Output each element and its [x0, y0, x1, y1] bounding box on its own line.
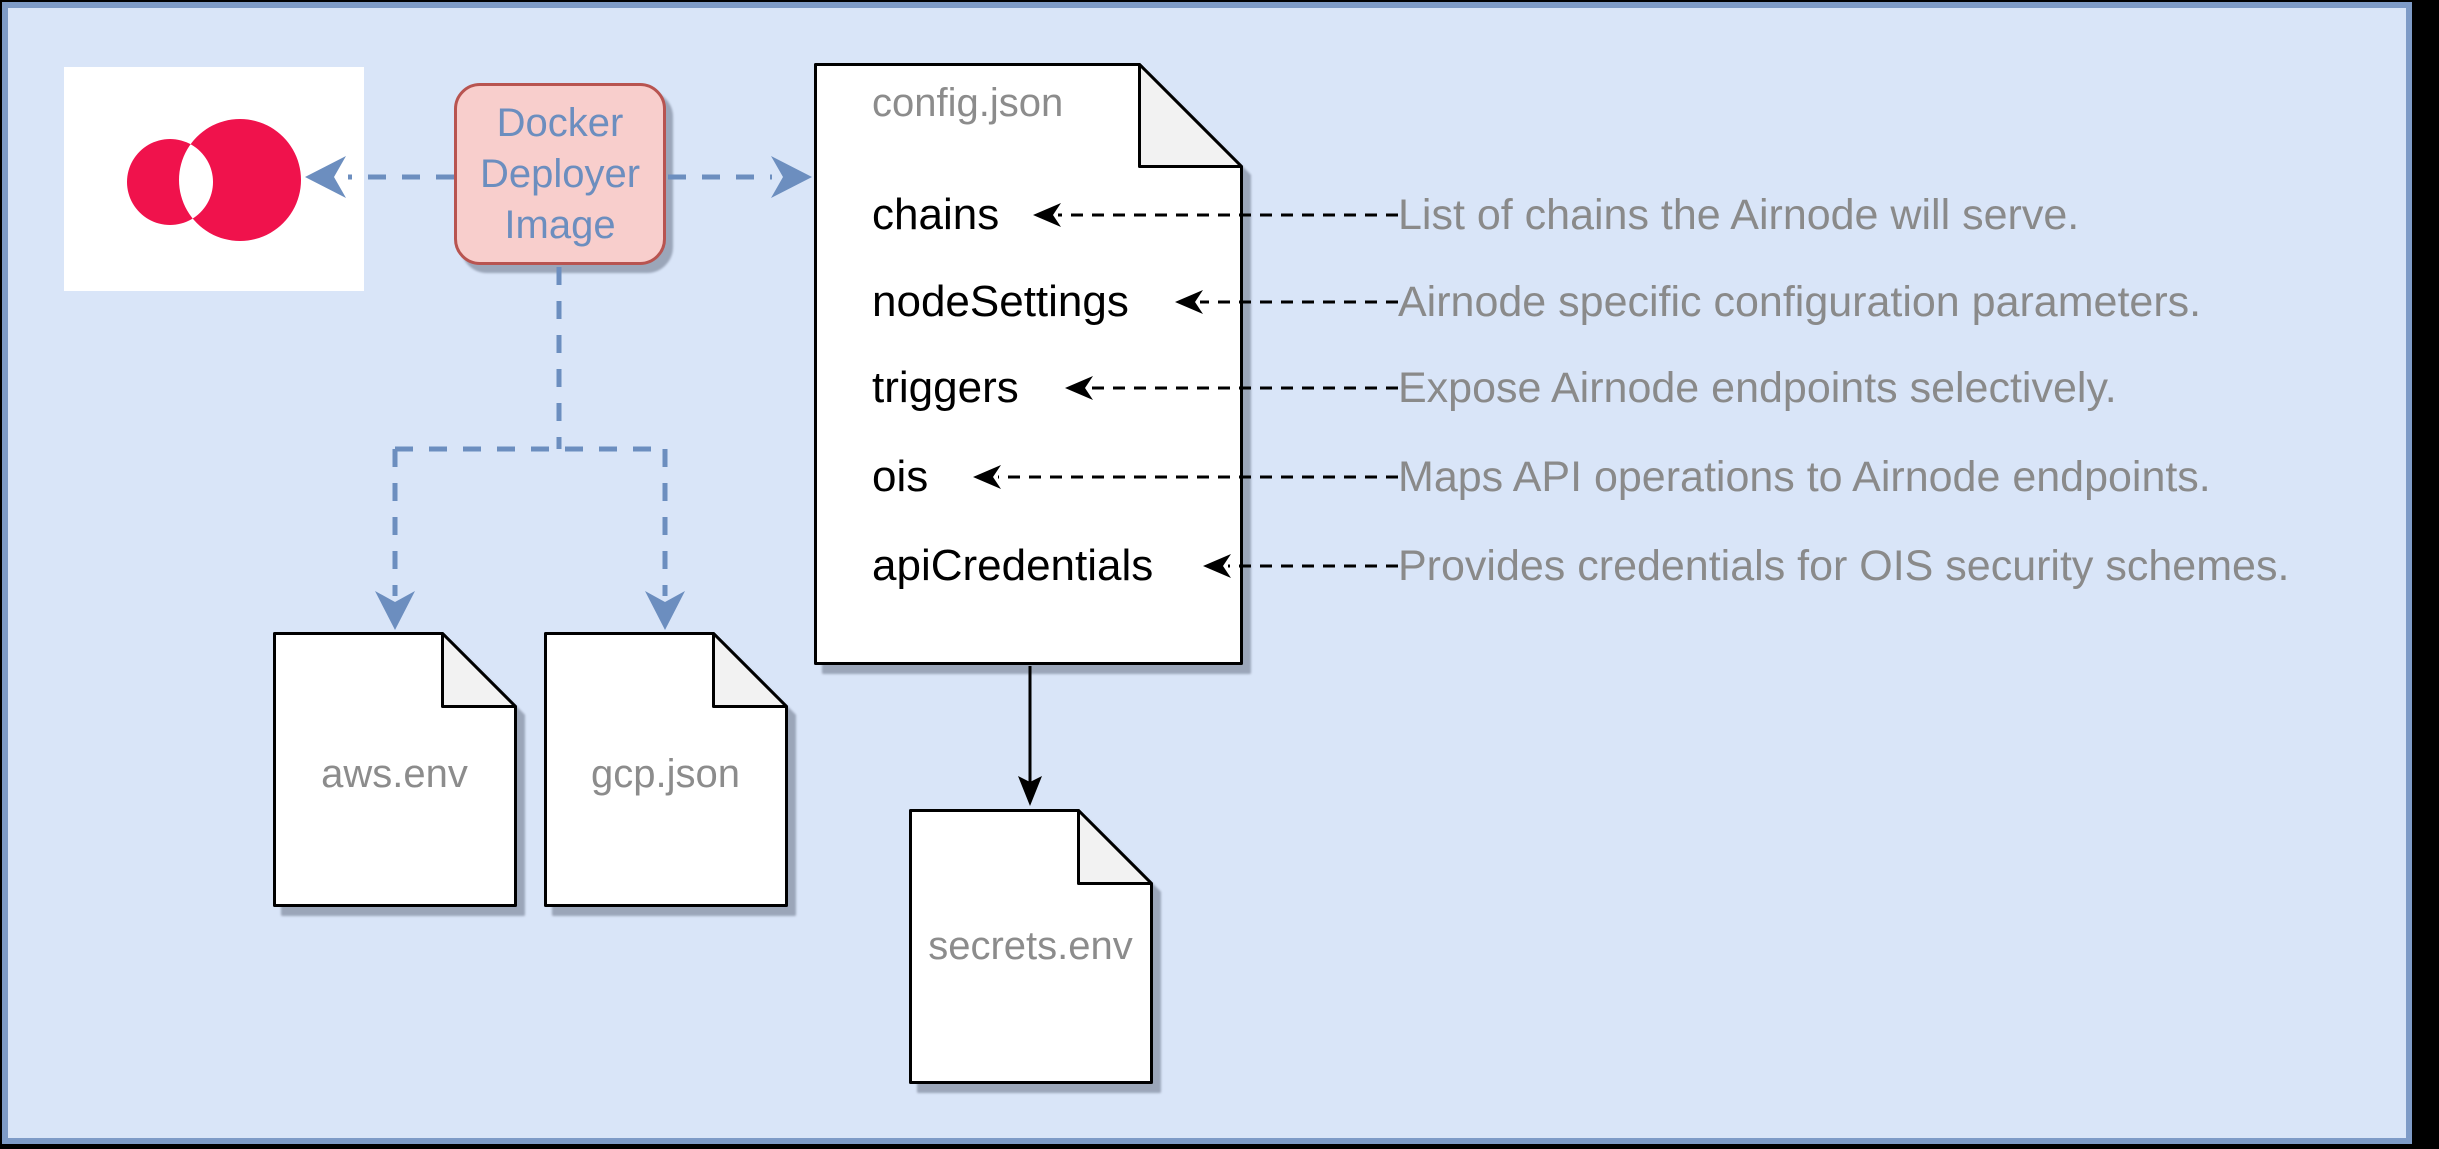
arrow-docker-to-logo	[305, 156, 454, 198]
arrowhead-left-icon	[305, 156, 346, 198]
api3-logo-box	[64, 67, 364, 291]
arrowhead-down-gcp-icon	[645, 591, 685, 630]
arrow-config-to-secrets	[1018, 666, 1042, 806]
field-label-chains: chains	[872, 190, 1000, 239]
connector-docker-to-cloud-files	[375, 267, 685, 630]
gcp-doc-corner-fold	[712, 632, 788, 708]
gcp-doc-title: gcp.json	[591, 752, 740, 796]
secrets-doc-title: secrets.env	[928, 924, 1133, 968]
secrets-doc-shape	[909, 809, 1153, 1084]
arrow-description-triggers	[1065, 376, 1398, 400]
field-label-triggers: triggers	[872, 363, 1019, 412]
arrowhead-down-secrets-icon	[1018, 776, 1042, 806]
field-description-apicredentials: Provides credentials for OIS security sc…	[1398, 542, 2290, 590]
aws-doc-title: aws.env	[321, 752, 468, 796]
arrow-description-chains	[1033, 203, 1398, 227]
docker-deployer-label: Docker Deployer Image	[479, 100, 641, 247]
field-description-triggers: Expose Airnode endpoints selectively.	[1398, 364, 2117, 412]
arrow-description-nodesettings	[1175, 290, 1398, 314]
api3-logo-icon	[127, 119, 302, 241]
secrets-doc-corner-fold	[1077, 809, 1153, 885]
arrowhead-down-aws-icon	[375, 591, 415, 630]
arrow-description-apicredentials	[1203, 554, 1398, 578]
config-doc-title: config.json	[872, 81, 1064, 125]
aws-doc-corner-fold	[441, 632, 517, 708]
arrow-description-ois	[973, 465, 1398, 489]
field-label-nodesettings: nodeSettings	[872, 277, 1129, 326]
gcp-doc-shape	[544, 632, 788, 907]
api3-logo-circles	[127, 119, 302, 241]
arrow-docker-to-config	[668, 156, 812, 198]
field-description-ois: Maps API operations to Airnode endpoints…	[1398, 453, 2211, 501]
arrowhead-right-icon	[771, 156, 812, 198]
field-description-nodesettings: Airnode specific configuration parameter…	[1398, 278, 2202, 326]
field-label-ois: ois	[872, 452, 929, 501]
aws-doc-shape	[273, 632, 517, 907]
field-description-chains: List of chains the Airnode will serve.	[1398, 191, 2080, 239]
docker-deployer-node: Docker Deployer Image	[454, 83, 666, 265]
config-doc-corner-fold	[1138, 63, 1243, 168]
field-label-apicredentials: apiCredentials	[872, 541, 1154, 590]
